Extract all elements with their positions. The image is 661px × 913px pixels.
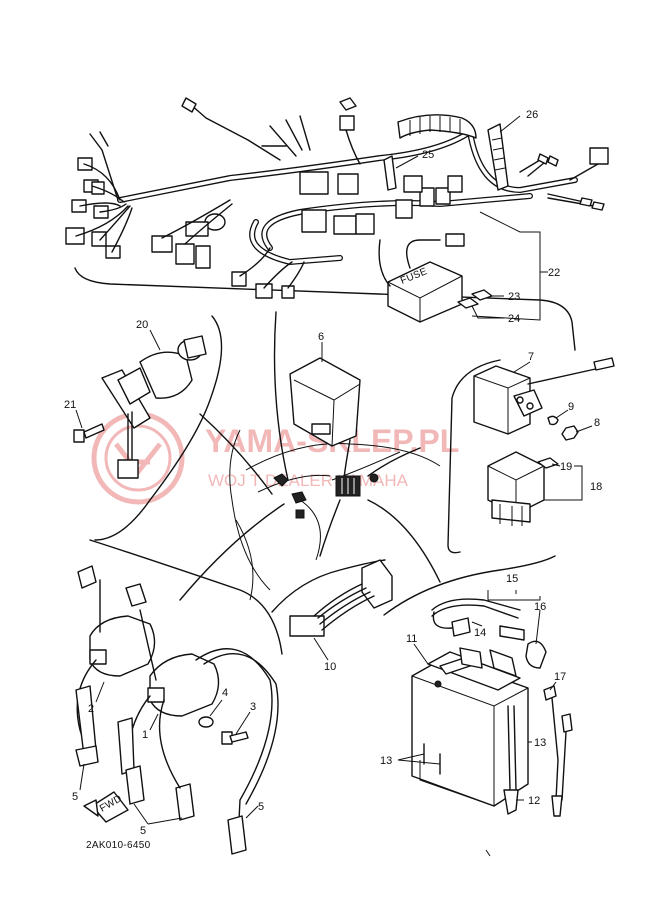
screw-21 xyxy=(73,423,105,443)
plug-cap-b xyxy=(125,765,145,805)
harness-connectors-left xyxy=(65,131,133,259)
relay-clip-19 xyxy=(537,457,559,469)
battery-lead-17 xyxy=(543,685,573,817)
group-leaders xyxy=(179,311,441,601)
ignition-coil-1 xyxy=(117,583,279,841)
battery-band xyxy=(503,705,519,815)
starter-relay xyxy=(473,357,615,435)
bolt-3 xyxy=(221,731,249,745)
callout-12: 12 xyxy=(528,795,540,807)
callout-2: 2 xyxy=(88,703,94,715)
callout-10: 10 xyxy=(324,661,336,673)
callout-numbers: 26 25 22 23 24 20 21 6 7 9 8 19 18 10 15… xyxy=(64,109,602,837)
washer-9 xyxy=(547,415,559,426)
callout-20: 20 xyxy=(136,319,148,331)
callout-5a: 5 xyxy=(72,791,78,803)
callout-13a: 13 xyxy=(380,755,392,767)
callout-9: 9 xyxy=(568,401,574,413)
fuse-spare-24 xyxy=(457,297,479,309)
sub-harness xyxy=(289,559,393,637)
washer-4 xyxy=(198,716,214,728)
cable-tie xyxy=(487,123,509,191)
callout-7: 7 xyxy=(528,351,534,363)
callout-6: 6 xyxy=(318,331,324,343)
diagram-code: 2AK010-6450 xyxy=(86,840,151,851)
wire-harness-main xyxy=(65,97,609,299)
callout-16: 16 xyxy=(534,601,546,613)
callout-25: 25 xyxy=(422,149,434,161)
plug-cap-d xyxy=(227,815,247,855)
callout-17: 17 xyxy=(554,671,566,683)
harness-connectors-upper xyxy=(299,97,463,235)
callout-22: 22 xyxy=(548,267,560,279)
callout-14: 14 xyxy=(474,627,486,639)
callout-19: 19 xyxy=(560,461,572,473)
battery-lead-14 xyxy=(431,598,521,637)
harness-clip xyxy=(383,155,397,191)
ignition-switch xyxy=(101,335,207,479)
battery xyxy=(411,647,529,807)
watermark: YAMA-SKLEP.PL WOJ T DEALER YAMAHA xyxy=(91,411,459,505)
debris-mark xyxy=(485,849,491,857)
harness-connectors-mid xyxy=(151,97,311,299)
frame-junction-block xyxy=(273,473,379,519)
relay-18 xyxy=(487,451,545,526)
forward-arrow-icon: FWD xyxy=(83,791,129,823)
callout-3: 3 xyxy=(250,701,256,713)
callout-1: 1 xyxy=(142,729,148,741)
callout-24: 24 xyxy=(508,313,520,325)
cdi-unit xyxy=(289,357,361,447)
watermark-tagline: WOJ T DEALER YAMAHA xyxy=(208,471,409,490)
callout-8: 8 xyxy=(594,417,600,429)
callout-5b: 5 xyxy=(140,825,146,837)
corrugated-tube xyxy=(397,114,477,139)
callout-23: 23 xyxy=(508,291,520,303)
callout-13b: 13 xyxy=(534,737,546,749)
ignition-coil-2 xyxy=(75,565,156,761)
battery-strap-12-lead xyxy=(499,625,525,641)
callout-15: 15 xyxy=(506,573,518,585)
callout-leaders xyxy=(75,115,593,825)
callout-18: 18 xyxy=(590,481,602,493)
plug-cap-c xyxy=(158,699,195,821)
battery-cover-16 xyxy=(525,640,547,669)
nut-8 xyxy=(561,425,579,441)
callout-4: 4 xyxy=(222,687,228,699)
callout-11: 11 xyxy=(406,633,417,645)
callout-26: 26 xyxy=(526,109,538,121)
plug-cap-a xyxy=(75,745,99,767)
fuse-box: FUSE xyxy=(378,233,465,323)
watermark-logo-icon xyxy=(91,411,185,505)
callout-5c: 5 xyxy=(258,801,264,813)
harness-connectors-right xyxy=(519,147,609,211)
callout-21: 21 xyxy=(64,399,76,411)
